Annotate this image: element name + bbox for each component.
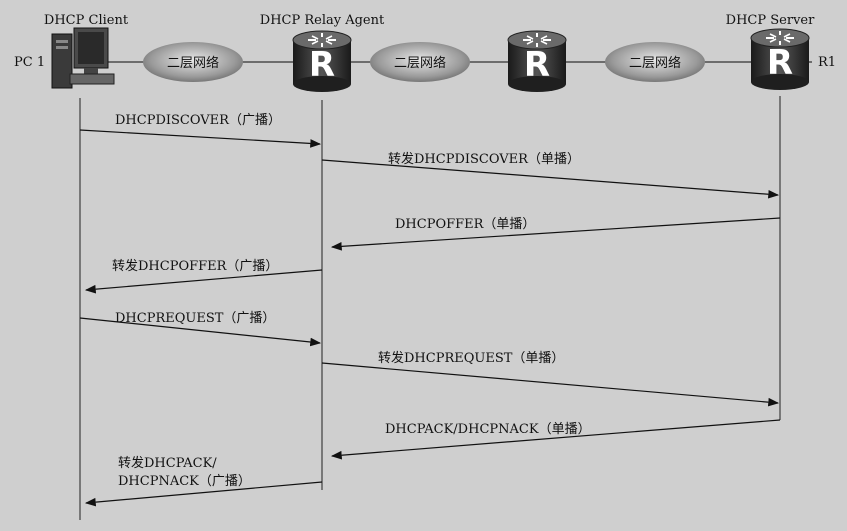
message-6: 转发DHCPREQUEST（单播） (321, 350, 780, 407)
message-arrow (84, 481, 323, 507)
message-8: 转发DHCPACK/ DHCPNACK（广播） (84, 455, 323, 507)
message-3: DHCPOFFER（单播） (330, 217, 781, 251)
relay-router-icon (292, 30, 352, 93)
cloud-label: 二层网络 (167, 55, 219, 71)
message-2: 转发DHCPDISCOVER（单播） (321, 151, 780, 199)
relay-label: DHCP Relay Agent (260, 13, 385, 28)
message-label-line-2: DHCPNACK（广播） (118, 474, 251, 489)
message-label: DHCPREQUEST（广播） (115, 311, 275, 326)
cloud-label: 二层网络 (394, 55, 446, 71)
pc-icon (51, 27, 115, 89)
message-label: DHCPACK/DHCPNACK（单播） (385, 422, 591, 437)
message-arrow (330, 217, 781, 251)
middle-router-icon (507, 30, 567, 93)
message-arrow (330, 419, 781, 460)
message-label: DHCPDISCOVER（广播） (115, 113, 281, 128)
router-name-label: R1 (818, 55, 836, 70)
cloud-1: 二层网络 (143, 42, 243, 82)
message-label: 转发DHCPOFFER（广播） (112, 258, 278, 274)
message-arrow (321, 159, 780, 199)
message-arrow (84, 269, 323, 294)
pc-name-label: PC 1 (14, 55, 45, 70)
message-arrow (79, 129, 322, 148)
cloud-3: 二层网络 (605, 42, 705, 82)
cloud-2: 二层网络 (370, 42, 470, 82)
message-4: 转发DHCPOFFER（广播） (84, 258, 323, 294)
message-1: DHCPDISCOVER（广播） (79, 113, 322, 148)
message-arrow (321, 362, 780, 407)
message-arrow (79, 317, 322, 347)
server-router-icon (750, 28, 810, 91)
server-label: DHCP Server (726, 13, 815, 28)
message-label: 转发DHCPREQUEST（单播） (378, 350, 564, 366)
message-7: DHCPACK/DHCPNACK（单播） (330, 419, 781, 460)
message-label: 转发DHCPDISCOVER（单播） (388, 151, 580, 167)
message-5: DHCPREQUEST（广播） (79, 311, 322, 347)
message-label: 转发DHCPACK/ (118, 455, 217, 471)
message-label: DHCPOFFER（单播） (395, 217, 535, 232)
client-label: DHCP Client (44, 13, 129, 28)
cloud-label: 二层网络 (629, 55, 681, 71)
